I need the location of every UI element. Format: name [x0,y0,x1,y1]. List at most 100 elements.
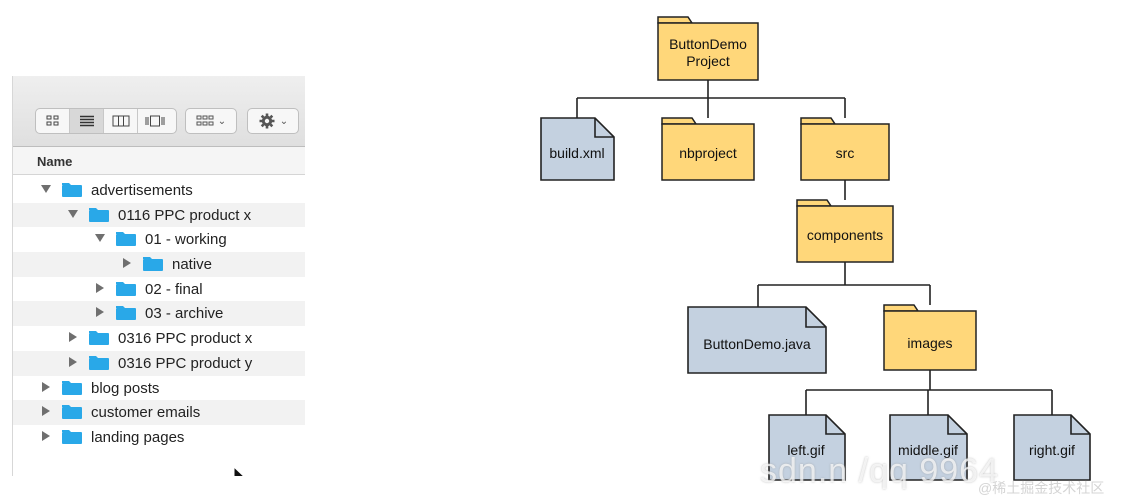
file-list-row[interactable]: 0116 PPC product x [13,202,305,228]
folder-icon [796,205,894,263]
file-list-row-label: 0316 PPC product x [118,330,253,348]
file-list-row-label: 0316 PPC product y [118,354,253,372]
node-components: components [796,199,894,263]
node-label: right.gif [1029,442,1075,458]
folder-tab [883,304,920,312]
folder-icon [661,123,755,181]
node-label: components [807,227,883,243]
disclosure-closed-icon[interactable] [42,430,50,441]
list-view-button[interactable] [70,109,104,133]
file-list-row-label: 03 - archive [145,305,224,323]
coverflow-view-icon [145,115,165,127]
disclosure-closed-icon[interactable] [69,332,77,343]
node-right-gif: right.gif [1013,414,1091,481]
folder-icon [116,306,136,321]
arrange-button[interactable]: ⌄ [185,108,237,134]
folder-icon [143,257,163,272]
node-label: images [907,335,952,351]
finder-window: ⌄ ⌄ [12,76,305,476]
disclosure-closed-icon[interactable] [69,356,77,367]
disclosure-open-icon[interactable] [41,185,51,193]
file-list-row-label: blog posts [91,379,160,397]
node-label: nbproject [679,145,737,161]
view-mode-switcher [35,108,177,134]
node-label: build.xml [549,145,604,161]
file-list-row-label: 0116 PPC product x [118,206,252,224]
file-list-row[interactable]: 0316 PPC product x [13,326,305,351]
connector-lines [576,80,1053,415]
folder-tab [796,199,833,207]
node-src: src [800,117,890,181]
file-list: advertisements 0116 PPC product x 01 - wor… [13,178,305,450]
action-button[interactable]: ⌄ [247,108,299,134]
folder-icon [62,183,82,197]
file-list-row[interactable]: 01 - working [13,227,305,252]
finder-toolbar: ⌄ ⌄ [13,76,305,147]
node-label: ButtonDemo.java [703,336,811,352]
file-list-row[interactable]: native [13,252,305,277]
file-list-row-label: customer emails [91,404,201,422]
icon-view-icon [46,115,58,126]
folder-icon [883,310,977,371]
file-list-row[interactable]: 03 - archive [13,301,305,327]
file-list-row-label: advertisements [91,182,193,199]
folder-icon [89,207,109,222]
column-view-button[interactable] [104,109,138,133]
folder-tab [657,16,694,24]
node-label: src [836,145,855,161]
watermark-url: sdn.n /qq 9964 [760,452,999,490]
folder-icon [62,405,82,420]
disclosure-closed-icon[interactable] [96,307,104,318]
chevron-down-icon: ⌄ [279,115,289,127]
folder-icon [116,232,136,247]
folder-icon [116,281,136,296]
watermark-site: @稀土掘金技术社区 [978,480,1105,496]
node-label: ButtonDemo [669,36,747,52]
folder-icon [62,380,82,395]
disclosure-closed-icon[interactable] [42,381,50,392]
folder-icon [800,123,890,181]
gear-icon [259,113,275,129]
file-list-row[interactable]: 0316 PPC product y [13,350,305,376]
node-label: Project [686,53,730,69]
node-label: left.gif [787,442,824,458]
chevron-down-icon: ⌄ [217,115,227,127]
folder-icon [657,22,759,81]
disclosure-closed-icon[interactable] [96,282,104,293]
column-view-icon [112,115,129,127]
file-list-row[interactable]: customer emails [13,400,305,425]
node-images: images [883,304,977,371]
file-list-row-label: 01 - working [145,231,227,249]
node-buttondemo-project: ButtonDemo Project [657,16,759,81]
node-build-xml: build.xml [540,117,615,181]
folder-icon [62,429,82,444]
node-nbproject: nbproject [661,117,755,181]
file-list-row-label: 02 - final [145,280,203,298]
node-buttondemo-java: ButtonDemo.java [687,306,827,374]
node-label: middle.gif [898,442,958,458]
name-column-header[interactable]: Name [13,147,305,175]
mouse-pointer-icon [233,466,245,476]
file-list-row[interactable]: advertisements [13,178,305,203]
file-list-row[interactable]: 02 - final [13,277,305,302]
column-header-label: Name [37,154,73,169]
node-left-gif: left.gif [768,414,846,481]
file-icon [687,306,827,374]
disclosure-closed-icon[interactable] [123,258,131,269]
file-list-row-label: landing pages [91,428,185,446]
file-list-row[interactable]: landing pages [13,425,305,450]
node-middle-gif: middle.gif [889,414,968,481]
coverflow-view-button[interactable] [138,109,172,133]
disclosure-open-icon[interactable] [68,209,78,218]
file-list-row-label: native [172,256,213,274]
list-view-icon [79,115,94,127]
folder-tab [800,117,837,125]
file-list-row[interactable]: blog posts [13,376,305,401]
disclosure-open-icon[interactable] [95,234,105,243]
arrange-grid-icon [196,115,214,126]
folder-icon [89,331,109,346]
icon-view-button[interactable] [36,109,70,133]
disclosure-closed-icon[interactable] [42,406,50,417]
